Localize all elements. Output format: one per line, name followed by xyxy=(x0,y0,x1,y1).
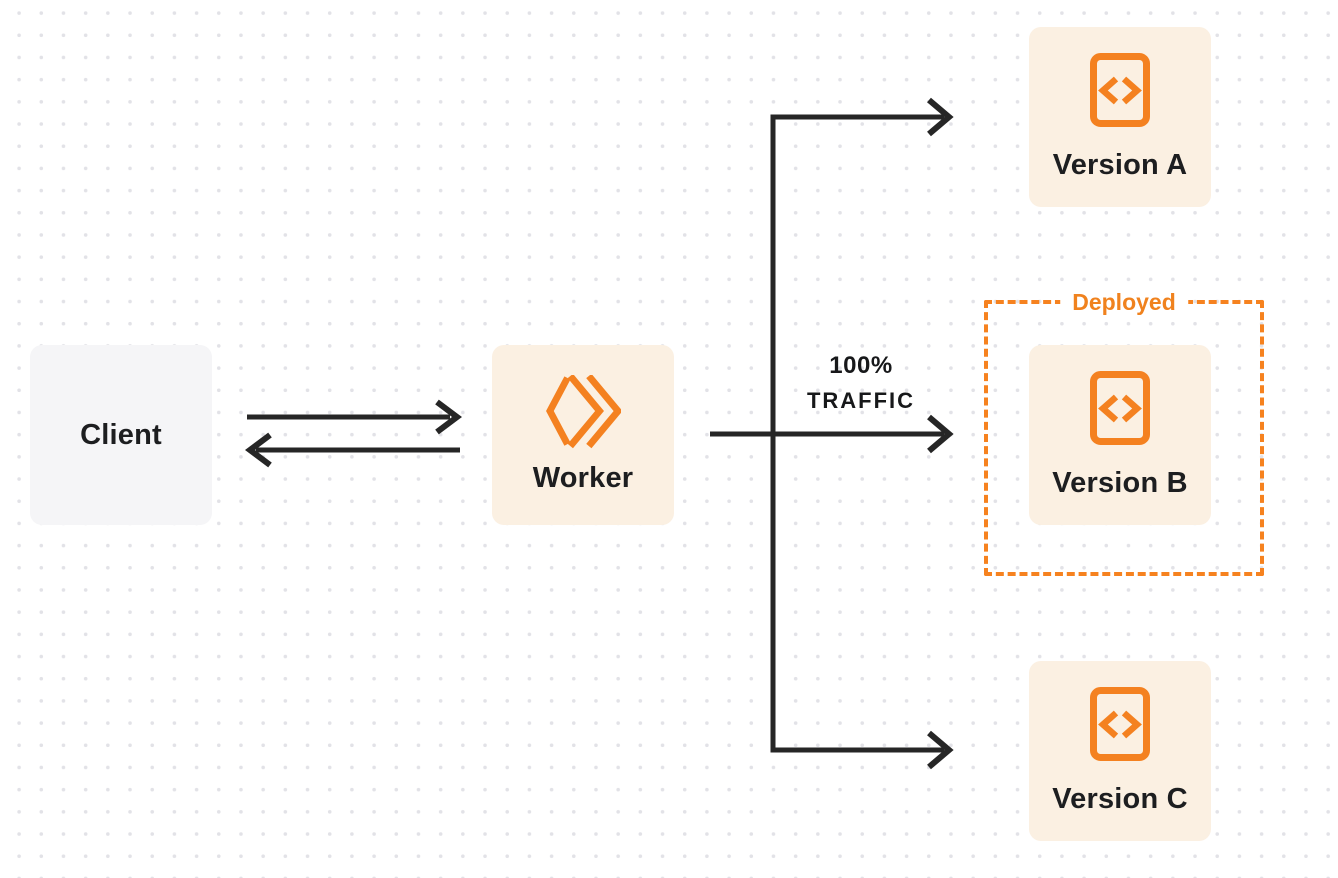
traffic-word: TRAFFIC xyxy=(806,388,916,413)
version-a-node: Version A xyxy=(1029,27,1211,207)
version-a-label: Version A xyxy=(1052,148,1188,181)
traffic-label: 100% TRAFFIC xyxy=(772,352,950,414)
client-label: Client xyxy=(80,418,162,451)
code-document-icon xyxy=(1090,370,1150,445)
version-b-label: Version B xyxy=(1052,466,1188,499)
version-c-node: Version C xyxy=(1029,661,1211,841)
deployed-region: Deployed xyxy=(984,287,1264,576)
version-a-arrow xyxy=(770,97,954,137)
worker-node: Worker xyxy=(492,345,674,525)
version-b-node: Version B xyxy=(1029,345,1211,525)
traffic-arrow xyxy=(710,414,954,454)
deployed-label: Deployed xyxy=(1060,287,1188,317)
client-to-worker-arrow xyxy=(247,399,462,435)
version-c-arrow xyxy=(770,730,954,770)
worker-label: Worker xyxy=(532,462,634,494)
workers-logo-icon xyxy=(545,375,621,449)
worker-to-client-arrow xyxy=(245,432,460,468)
traffic-percent: 100% xyxy=(829,352,893,379)
client-node: Client xyxy=(30,345,212,525)
code-document-icon xyxy=(1090,52,1150,127)
code-document-icon xyxy=(1090,686,1150,761)
version-c-label: Version C xyxy=(1052,782,1188,815)
